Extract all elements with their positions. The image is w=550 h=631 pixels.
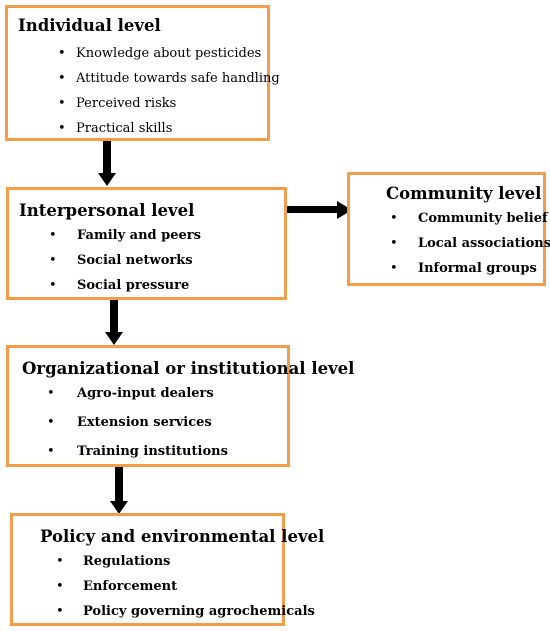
arrow-down-icon [98,141,116,186]
bullet-icon: • [49,253,57,268]
bullet-icon: • [47,444,55,459]
arrow-right-icon [287,201,352,219]
list-item-label: Agro-input dealers [77,386,214,401]
list-item-label: Social pressure [77,278,190,293]
list-item-label: Regulations [83,554,171,569]
bullet-icon: • [49,228,57,243]
list-item-label: Family and peers [77,228,201,243]
policy-level-title: Policy and environmental level [40,527,325,546]
list-item-label: Attitude towards safe handling [76,71,280,86]
list-item-label: Social networks [77,253,193,268]
bullet-icon: • [49,278,57,293]
bullet-icon: • [390,261,398,276]
community-level-title: Community level [386,184,542,203]
list-item-label: Local associations [418,236,550,251]
list-item-label: Policy governing agrochemicals [83,604,315,619]
bullet-icon: • [47,415,55,430]
bullet-icon: • [390,211,398,226]
organizational-level-box: Organizational or institutional level • … [6,345,354,467]
arrow-down-icon [105,300,123,345]
list-item-label: Informal groups [418,261,537,276]
bullet-icon: • [56,579,64,594]
list-item-label: Extension services [77,415,212,430]
individual-level-title: Individual level [18,16,161,35]
individual-level-box: Individual level • Knowledge about pesti… [5,5,280,141]
bullet-icon: • [56,604,64,619]
bullet-icon: • [58,71,66,86]
list-item-label: Perceived risks [76,96,177,111]
list-item-label: Community belief [418,211,548,226]
bullet-icon: • [56,554,64,569]
interpersonal-level-title: Interpersonal level [19,201,195,220]
organizational-level-title: Organizational or institutional level [22,359,355,378]
list-item-label: Practical skills [76,121,173,136]
bullet-icon: • [390,236,398,251]
community-level-box: Community level • Community belief • Loc… [347,172,550,286]
policy-level-box: Policy and environmental level • Regulat… [10,513,324,626]
bullet-icon: • [47,386,55,401]
list-item-label: Training institutions [77,444,228,459]
bullet-icon: • [58,96,66,111]
interpersonal-level-box: Interpersonal level • Family and peers •… [6,187,287,300]
arrow-down-icon [110,467,128,514]
list-item-label: Knowledge about pesticides [76,46,262,61]
bullet-icon: • [58,46,66,61]
list-item-label: Enforcement [83,579,178,594]
bullet-icon: • [58,121,66,136]
